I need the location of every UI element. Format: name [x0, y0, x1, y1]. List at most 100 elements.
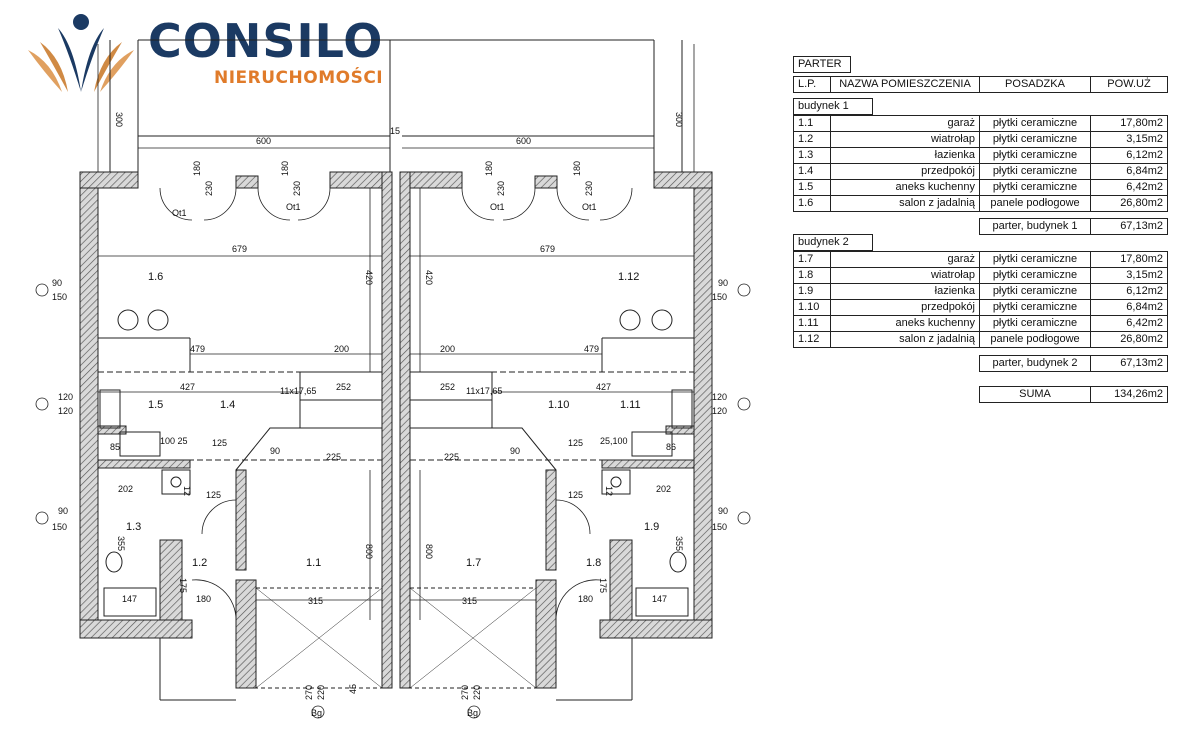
- interior-lines: [98, 309, 694, 617]
- subtotal-label-1: parter, budynek 1: [979, 218, 1091, 235]
- dim-label: 150: [712, 292, 727, 302]
- subtotal-value-1: 67,13m2: [1090, 218, 1168, 235]
- dim-label: 125: [568, 490, 583, 500]
- row-area: 26,80m2: [1090, 331, 1168, 348]
- row-lp: 1.5: [793, 179, 831, 196]
- dim-label: 180: [280, 161, 290, 176]
- dim-label: 120: [58, 392, 73, 402]
- dim-label: 315: [308, 596, 323, 606]
- row-area: 26,80m2: [1090, 195, 1168, 212]
- dim-label: 125: [212, 438, 227, 448]
- row-name: łazienka: [830, 147, 980, 164]
- company-logo: [22, 12, 382, 96]
- row-area: 6,42m2: [1090, 315, 1168, 332]
- dim-label: 90: [270, 446, 280, 456]
- header-area: POW.UŻ: [1090, 76, 1168, 93]
- row-floor: płytki ceramiczne: [979, 299, 1091, 316]
- header-floor: POSADZKA: [979, 76, 1091, 93]
- row-lp: 1.1: [793, 115, 831, 132]
- room-labels: 1.6 1.12 1.5 1.4 1.10 1.11 1.3 1.9 1.2 1…: [126, 271, 659, 569]
- stair-label: 11x17,65: [466, 386, 502, 396]
- row-floor: płytki ceramiczne: [979, 283, 1091, 300]
- row-area: 6,12m2: [1090, 147, 1168, 164]
- brand-subtitle: NIERUCHOMOŚCI: [214, 68, 384, 88]
- room-label-1-5: 1.5: [148, 399, 163, 411]
- dim-label: 175: [178, 578, 188, 593]
- room-label-1-3: 1.3: [126, 521, 141, 533]
- dim-label: 300: [674, 112, 684, 127]
- window-label: Ot1: [582, 202, 597, 212]
- table-title: PARTER: [793, 56, 851, 73]
- row-floor: płytki ceramiczne: [979, 163, 1091, 180]
- section-markers: [35, 283, 751, 719]
- row-name: garaż: [830, 115, 980, 132]
- room-label-1-11: 1.11: [620, 399, 641, 411]
- room-label-1-4: 1.4: [220, 399, 235, 411]
- dim-label: 600: [256, 136, 271, 146]
- row-floor: płytki ceramiczne: [979, 251, 1091, 268]
- row-floor: panele podłogowe: [979, 195, 1091, 212]
- total-label: SUMA: [979, 386, 1091, 403]
- dim-label: 200: [440, 344, 455, 354]
- dim-label: 12: [604, 486, 614, 496]
- row-lp: 1.2: [793, 131, 831, 148]
- dim-label: 120: [712, 392, 727, 402]
- dim-label: 45: [348, 684, 358, 694]
- dim-label: 220: [472, 685, 482, 700]
- row-lp: 1.6: [793, 195, 831, 212]
- row-floor: płytki ceramiczne: [979, 315, 1091, 332]
- dim-label: 120: [58, 406, 73, 416]
- dim-label: 90: [58, 506, 68, 516]
- row-lp: 1.10: [793, 299, 831, 316]
- dim-label: 679: [540, 244, 555, 254]
- dim-label: 90: [52, 278, 62, 288]
- dim-label: 12: [182, 486, 192, 496]
- dim-label: 147: [122, 594, 137, 604]
- dim-label: 355: [674, 536, 684, 551]
- total-value: 134,26m2: [1090, 386, 1168, 403]
- row-floor: płytki ceramiczne: [979, 131, 1091, 148]
- dim-label: 202: [118, 484, 133, 494]
- dim-label: 85: [110, 442, 120, 452]
- row-name: salon z jadalnią: [830, 195, 980, 212]
- row-name: wiatrołap: [830, 131, 980, 148]
- row-area: 17,80m2: [1090, 251, 1168, 268]
- dim-label: 230: [496, 181, 506, 196]
- dim-label: 86: [666, 442, 676, 452]
- dim-label: 479: [584, 344, 599, 354]
- dim-label: 120: [712, 406, 727, 416]
- dim-label: 180: [572, 161, 582, 176]
- dim-label: 90: [510, 446, 520, 456]
- dim-label: 180: [578, 594, 593, 604]
- row-lp: 1.8: [793, 267, 831, 284]
- row-area: 6,84m2: [1090, 163, 1168, 180]
- window-label: Ot1: [286, 202, 301, 212]
- row-area: 6,84m2: [1090, 299, 1168, 316]
- gate-label: Bg: [311, 708, 322, 718]
- row-area: 6,42m2: [1090, 179, 1168, 196]
- group-title-2: budynek 2: [793, 234, 873, 251]
- room-label-1-2: 1.2: [192, 557, 207, 569]
- subtotal-value-2: 67,13m2: [1090, 355, 1168, 372]
- door-swings: [159, 187, 633, 621]
- row-floor: płytki ceramiczne: [979, 267, 1091, 284]
- dim-label: 202: [656, 484, 671, 494]
- row-area: 3,15m2: [1090, 131, 1168, 148]
- dim-label: 230: [292, 181, 302, 196]
- stair-label: 11x17,65: [280, 386, 316, 396]
- dim-label: 150: [52, 522, 67, 532]
- row-area: 17,80m2: [1090, 115, 1168, 132]
- dim-label: 25,100: [600, 436, 628, 446]
- dimension-labels: 600 600 15 679 679 479 479 200 200 427 4…: [52, 126, 728, 718]
- row-floor: płytki ceramiczne: [979, 179, 1091, 196]
- dim-label: 225: [326, 452, 341, 462]
- room-label-1-6: 1.6: [148, 271, 163, 283]
- dim-label: 800: [424, 544, 434, 559]
- dim-label: 679: [232, 244, 247, 254]
- room-label-1-12: 1.12: [618, 271, 639, 283]
- row-lp: 1.11: [793, 315, 831, 332]
- row-name: przedpokój: [830, 299, 980, 316]
- dim-label: 15: [390, 126, 400, 136]
- dim-label: 427: [180, 382, 195, 392]
